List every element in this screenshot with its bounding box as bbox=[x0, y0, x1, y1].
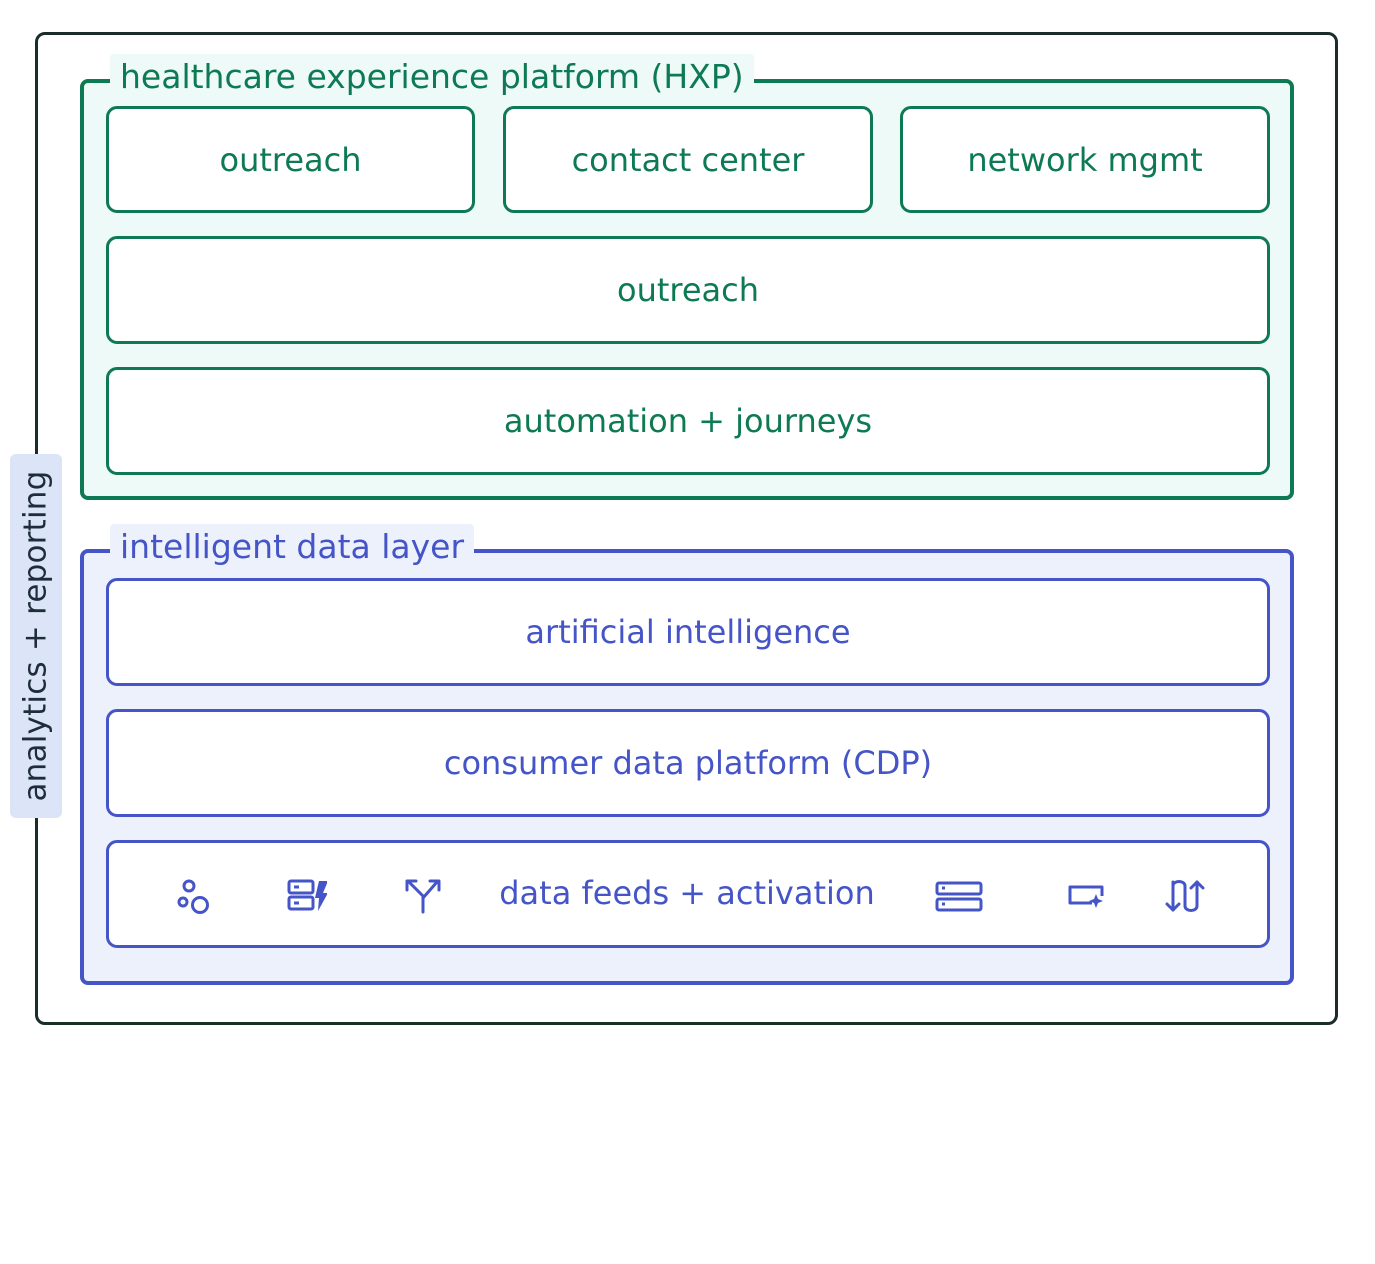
circles-icon bbox=[175, 876, 215, 916]
data-feeds-label: data feeds + activation bbox=[499, 874, 875, 912]
split-arrows-icon bbox=[403, 876, 443, 916]
idl-title: intelligent data layer bbox=[110, 524, 475, 570]
hxp-network-mgmt-box: network mgmt bbox=[900, 106, 1270, 213]
idl-ai-box: artificial intelligence bbox=[106, 578, 1270, 686]
card-sparkle-icon bbox=[1066, 876, 1106, 916]
idl-cdp-box: consumer data platform (CDP) bbox=[106, 709, 1270, 817]
hxp-outreach-box: outreach bbox=[106, 106, 475, 213]
storage-stack-icon bbox=[935, 876, 983, 916]
database-bolt-icon bbox=[287, 876, 327, 916]
sync-arrows-icon bbox=[1165, 876, 1205, 916]
hxp-outreach-wide-box: outreach bbox=[106, 236, 1270, 344]
hxp-contact-center-box: contact center bbox=[503, 106, 873, 213]
hxp-title: healthcare experience platform (HXP) bbox=[110, 54, 754, 100]
analytics-reporting-label: analytics + reporting bbox=[10, 454, 62, 818]
side-label-text: analytics + reporting bbox=[18, 470, 54, 802]
hxp-automation-journeys-box: automation + journeys bbox=[106, 367, 1270, 475]
